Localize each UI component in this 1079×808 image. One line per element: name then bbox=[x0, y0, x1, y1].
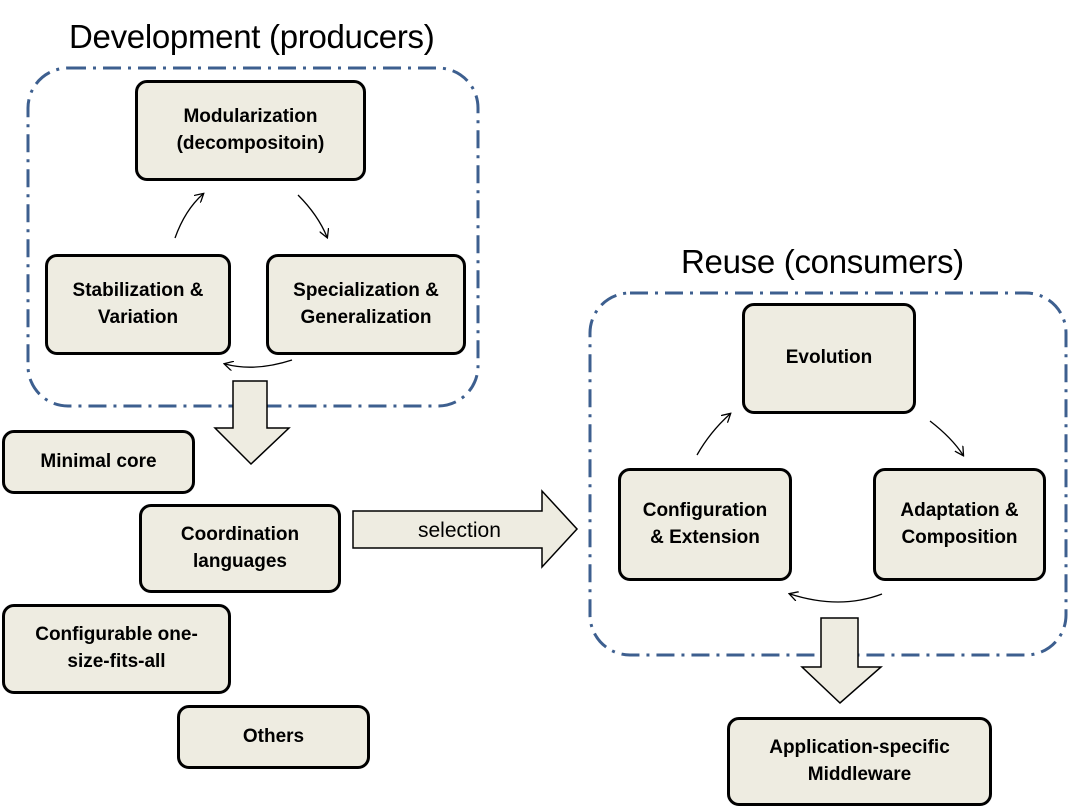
modularization-label-line1: Modularization bbox=[183, 105, 318, 127]
selection-label: selection bbox=[418, 519, 501, 542]
cycle-arrow-adaptation-to-configuration bbox=[790, 594, 883, 603]
evolution-box: Evolution bbox=[742, 303, 916, 414]
block-arrow-down-reuse bbox=[800, 617, 883, 705]
coordination-label-line2: languages bbox=[193, 550, 287, 572]
specialization-label-line2: Generalization bbox=[300, 306, 432, 328]
others-box: Others bbox=[177, 705, 370, 769]
middleware-label-line1: Application-specific bbox=[769, 736, 950, 758]
adaptation-label-line1: Adaptation & bbox=[900, 499, 1019, 521]
reuse-region bbox=[588, 291, 1068, 657]
minimal-core-label: Minimal core bbox=[40, 450, 157, 472]
coordination-label-line1: Coordination bbox=[180, 523, 300, 545]
coordination-languages-box: Coordination languages bbox=[139, 504, 341, 593]
development-region bbox=[26, 66, 480, 408]
modularization-box: Modularization (decompositoin) bbox=[135, 80, 366, 181]
cycle-arrow-evolution-to-adaptation bbox=[929, 420, 963, 455]
specialization-box: Specialization & Generalization bbox=[266, 254, 466, 355]
middleware-label-line2: Middleware bbox=[807, 763, 912, 785]
specialization-label-line1: Specialization & bbox=[293, 279, 439, 301]
cycle-arrow-configuration-to-evolution bbox=[696, 414, 730, 456]
configuration-label-line2: & Extension bbox=[650, 526, 760, 548]
configuration-box: Configuration & Extension bbox=[618, 468, 792, 581]
configuration-label-line1: Configuration bbox=[642, 499, 768, 521]
block-arrow-selection bbox=[352, 489, 579, 569]
cycle-arrow-modularization-to-specialization bbox=[297, 194, 327, 237]
stabilization-box: Stabilization & Variation bbox=[45, 254, 231, 355]
stabilization-label-line2: Variation bbox=[97, 306, 179, 328]
evolution-label: Evolution bbox=[785, 347, 873, 369]
stabilization-label-line1: Stabilization & bbox=[72, 279, 204, 301]
configurable-label-line1: Configurable one- bbox=[35, 624, 198, 646]
block-arrow-down-development bbox=[213, 380, 291, 466]
configurable-label-line2: size-fits-all bbox=[67, 651, 166, 672]
minimal-core-box: Minimal core bbox=[2, 430, 195, 494]
reuse-title: Reuse (consumers) bbox=[681, 243, 964, 280]
adaptation-box: Adaptation & Composition bbox=[873, 468, 1046, 581]
development-title: Development (producers) bbox=[69, 18, 435, 55]
cycle-arrow-specialization-to-stabilization bbox=[225, 359, 293, 367]
adaptation-label-line2: Composition bbox=[901, 526, 1018, 548]
others-label: Others bbox=[242, 725, 305, 747]
modularization-label-line2: (decompositoin) bbox=[176, 132, 325, 154]
configurable-box: Configurable one-size-fits-all bbox=[2, 604, 231, 694]
cycle-arrow-stabilization-to-modularization bbox=[174, 194, 203, 239]
